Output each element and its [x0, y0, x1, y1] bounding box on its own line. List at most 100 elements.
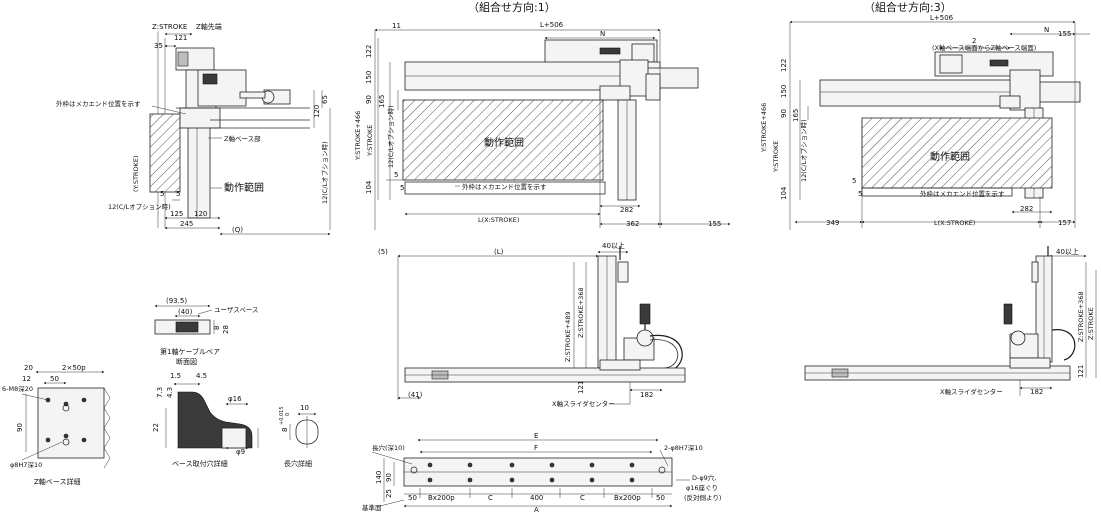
top1-d165: 165 [378, 95, 386, 108]
top1-ystroke: Y:STROKE [366, 125, 374, 157]
slot-d10: 10 [300, 404, 309, 412]
top-view-1 [374, 28, 731, 230]
zbase-caption: Z軸ベース詳細 [34, 477, 80, 486]
top1-n: N [600, 30, 605, 38]
heading-combo-3: （組合せ方向:3） [864, 0, 952, 14]
top1-d12: 12(C/Lオプション時) [387, 105, 395, 168]
side-d120v: 120 [313, 105, 321, 118]
top3-ystroke: Y:STROKE [772, 141, 780, 173]
hole-d15: 1.5 [170, 372, 181, 380]
bottom-d90: 90 [385, 473, 393, 482]
side-d5b: 5 [176, 190, 180, 198]
side-view [149, 32, 331, 236]
top1-d155: 155 [708, 220, 721, 228]
zbase-d20: 20 [24, 364, 33, 372]
top3-d104: 104 [780, 186, 788, 200]
bottom-d140: 140 [375, 471, 383, 484]
hole-d45: 4.5 [196, 372, 207, 380]
bottom-slot-note: 長穴(深10) [372, 443, 405, 452]
top3-d5b: 5 [858, 190, 862, 198]
top3-work-range: 動作範囲 [930, 150, 970, 163]
top3-note: 外枠はメカエンド位置を示す [920, 189, 1005, 198]
top1-work-range: 動作範囲 [484, 136, 524, 149]
front3-d121: 121 [1077, 365, 1085, 378]
top3-d5a: 5 [852, 177, 856, 185]
front1-l: (L) [494, 248, 504, 256]
hole-d22: 22 [152, 423, 160, 432]
cable-bearing-section [154, 304, 215, 335]
top1-d90: 90 [365, 95, 373, 104]
top1-d282: 282 [620, 206, 633, 214]
front3-zs368: Z:STROKE+368 [1077, 291, 1085, 342]
top1-d150: 150 [365, 71, 373, 84]
cable-user-space: ユーザスペース [214, 306, 259, 314]
bottom-d50a: 50 [408, 494, 417, 502]
side-y-stroke: (Y:STROKE) [132, 156, 140, 192]
top1-d11: 11 [392, 22, 401, 30]
bottom-h7-note: 2-φ8H7深10 [664, 443, 703, 452]
top3-n: N [1044, 26, 1049, 34]
bottom-d9note2: φ16座ぐり [686, 483, 718, 492]
zbase-h7: φ8H7深10 [10, 460, 42, 469]
bottom-d25: 25 [385, 489, 393, 498]
top3-d2: 2 [972, 37, 976, 45]
cable-caption2: 断面図 [176, 357, 197, 366]
top-view-3 [789, 20, 1090, 230]
side-z-base: Z軸ベース部 [224, 134, 261, 143]
top3-d282: 282 [1020, 205, 1033, 213]
bottom-c1: C [488, 494, 493, 502]
front1-d40: 40以上 [602, 241, 625, 250]
side-d65: 65 [321, 95, 329, 104]
top3-ystroke466: Y:STROKE+466 [760, 103, 768, 153]
slot-tol2: 0 [285, 413, 291, 416]
bottom-d50b: 50 [656, 494, 665, 502]
top1-d104: 104 [365, 180, 373, 194]
top1-l506: L+506 [540, 21, 564, 29]
top3-lxstroke: L(X:STROKE) [934, 219, 975, 227]
bottom-d400: 400 [530, 494, 543, 502]
front-view-1 [397, 246, 686, 405]
front1-zs489: Z:STROKE+489 [564, 311, 572, 362]
cable-d40: (40) [178, 308, 193, 316]
side-d12: 12(C/Lオプション時) [108, 203, 171, 211]
zbase-d50: 50 [50, 375, 59, 383]
top1-note: 外枠はメカエンド位置を示す [462, 182, 547, 191]
front1-d121: 121 [577, 381, 585, 394]
front3-d182: 182 [1030, 388, 1043, 396]
slot-detail [289, 412, 319, 448]
top3-d165: 165 [792, 109, 800, 122]
front1-d41: (41) [408, 391, 423, 399]
bottom-base-view [371, 438, 690, 508]
side-work-range: 動作範囲 [224, 181, 264, 194]
top3-d12: 12(C/Lオプション時) [800, 119, 808, 182]
cable-caption1: 第1軸ケーブルベア [160, 347, 220, 356]
zbase-m8: 6-M8深20 [2, 384, 33, 393]
mount-hole-detail [165, 382, 259, 450]
hole-d16: φ16 [228, 395, 242, 403]
top3-d155: 155 [1058, 30, 1071, 38]
bottom-d9note3: (反対側より) [684, 493, 721, 502]
front-view-3 [804, 246, 1097, 396]
bottom-f: F [534, 444, 538, 452]
top3-d2note: (X軸ベース端面からZ軸ベース端面) [932, 43, 1036, 52]
top3-d90: 90 [780, 109, 788, 118]
front3-zs: Z:STROKE [1087, 307, 1095, 340]
cable-d8: 8 [213, 326, 221, 330]
hole-caption: ベース取付穴詳細 [172, 459, 228, 468]
top1-d5a: 5 [394, 171, 398, 179]
hole-d73: 7.3 [156, 387, 164, 398]
top3-d150: 150 [780, 85, 788, 98]
top3-d157: 157 [1058, 219, 1071, 227]
top1-d122: 122 [365, 45, 373, 58]
heading-combo-1: （組合せ方向:1） [468, 0, 556, 14]
z-base-detail [21, 370, 111, 469]
side-d125: 125 [170, 210, 183, 218]
side-z-stroke: Z:STROKE [152, 23, 187, 31]
side-q: (Q) [232, 226, 243, 234]
side-d35: 35 [154, 42, 163, 50]
top1-ystroke466: Y:STROKE+466 [354, 111, 362, 161]
front3-d40: 40以上 [1056, 247, 1079, 256]
top1-d362: 362 [626, 220, 639, 228]
top1-d5b: 5 [400, 184, 404, 192]
